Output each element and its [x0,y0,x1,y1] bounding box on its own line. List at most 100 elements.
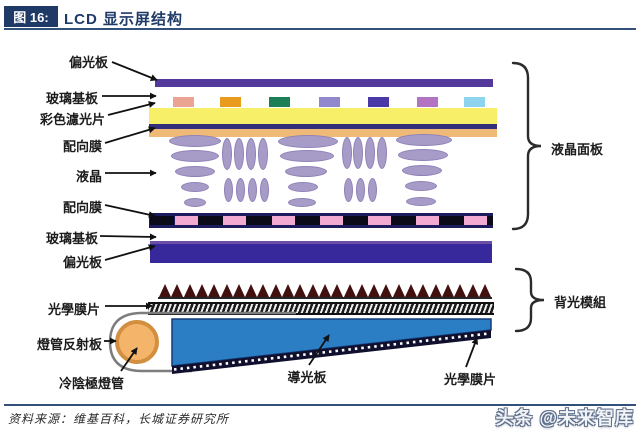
label-optical-film-2: 光學膜片 [443,372,496,387]
color-filter-cell [220,97,241,107]
tft-pink-cell [464,216,487,225]
liquid-crystal-molecule [377,137,387,169]
prism-triangle [454,284,467,297]
brace-backlight-module [514,267,545,333]
liquid-crystal-molecule [367,178,377,202]
pointer-arrow [465,337,479,368]
tft-pink-cell [416,216,439,225]
liquid-crystal-molecule [398,149,448,161]
liquid-crystal-molecule [234,138,244,170]
optical-film-strip [148,302,494,315]
liquid-crystal-molecule [181,182,209,192]
label-glass-bottom: 玻璃基板 [45,231,98,246]
tft-dark-cell [295,216,320,225]
prism-triangle [368,284,381,297]
label-alignment-bottom: 配向膜 [62,200,102,215]
figure-title: LCD 显示屏结构 [64,11,183,28]
source-note: 资料来源：维基百科，长城证券研究所 [8,412,230,426]
label-glass-top: 玻璃基板 [45,91,98,106]
liquid-crystal-molecule [184,197,206,207]
color-filter-cell [368,97,389,107]
liquid-crystal-molecule [342,137,352,169]
liquid-crystal-molecule [355,178,365,202]
color-filter-cell [269,97,290,107]
label-optical-film: 光學膜片 [47,302,100,317]
label-lamp-reflector: 燈管反射板 [36,337,102,352]
liquid-crystal-molecule [171,150,219,162]
liquid-crystal-molecule [280,150,334,162]
liquid-crystal-molecule [353,137,363,169]
pointer-arrow [107,101,156,116]
prism-triangle [282,284,294,297]
pointer-arrow [120,347,138,372]
liquid-crystal-molecule [288,197,316,207]
tft-pink-cell [175,216,198,225]
pointer-arrow [99,233,157,241]
pointer-arrow [104,244,156,261]
liquid-crystal-molecule [285,165,327,177]
figure-number-badge: 图 16: [4,6,58,27]
prism-triangle [429,284,442,297]
pointer-arrow [111,61,158,81]
header-rule [4,28,636,30]
liquid-crystal-molecule [235,178,245,202]
prism-triangle [441,284,454,297]
liquid-crystal-molecule [169,135,221,147]
label-polarizer-top: 偏光板 [68,55,108,70]
label-polarizer-bottom: 偏光板 [62,255,102,270]
liquid-crystal-molecule [246,138,256,170]
liquid-crystal-molecule [343,178,353,202]
tft-dark-cell [343,216,368,225]
prism-triangle [306,284,319,297]
tft-pink-cell [272,216,295,225]
polarizer-bottom-edge [150,241,492,244]
prism-triangle [466,284,479,297]
tft-dark-cell [150,216,174,225]
liquid-crystal-molecule [223,178,233,202]
ccfl-lamp [115,320,159,364]
liquid-crystal-molecule [396,134,452,146]
bottom-optical-film-dots [173,332,490,371]
pointer-arrow [308,334,330,366]
prism-triangle [171,284,184,297]
tft-pink-cell [223,216,246,225]
label-light-guide: 導光板 [287,370,327,385]
tft-pink-cell [368,216,391,225]
pointer-arrow [104,126,156,144]
color-filter-cell [319,97,340,107]
light-guide-plate [171,318,492,367]
brace-lcd-panel [511,61,542,231]
tft-dark-cell [198,216,223,225]
tft-dark-cell [487,216,493,225]
prism-triangle [392,284,405,297]
prism-triangle [208,284,221,297]
alignment-bar [149,129,497,137]
prism-triangle [380,284,393,297]
liquid-crystal-molecule [258,138,268,170]
liquid-crystal-molecule [402,164,442,176]
liquid-crystal-molecule [405,181,437,191]
liquid-crystal-molecule [247,178,257,202]
prism-triangle [318,284,331,297]
tft-dark-cell [439,216,464,225]
polarizer-bottom-bar [150,244,492,263]
prism-triangle [478,284,491,297]
prism-triangle [257,284,270,297]
color-filter-cell [417,97,438,107]
prism-triangle [195,284,208,297]
pointer-arrow [104,204,156,219]
prism-triangle [159,284,171,297]
prism-baseline [158,297,492,299]
prism-triangle [245,284,258,297]
prism-triangle [405,284,417,297]
footer-rule [4,404,636,406]
prism-triangle [355,284,368,297]
prism-triangle [232,284,245,297]
prism-triangle [183,284,196,297]
tft-dark-cell [246,216,272,225]
prism-triangle [294,284,307,297]
liquid-crystal-molecule [365,137,375,169]
color-filter-cell [464,97,485,107]
label-liquid-crystal: 液晶 [75,169,102,184]
